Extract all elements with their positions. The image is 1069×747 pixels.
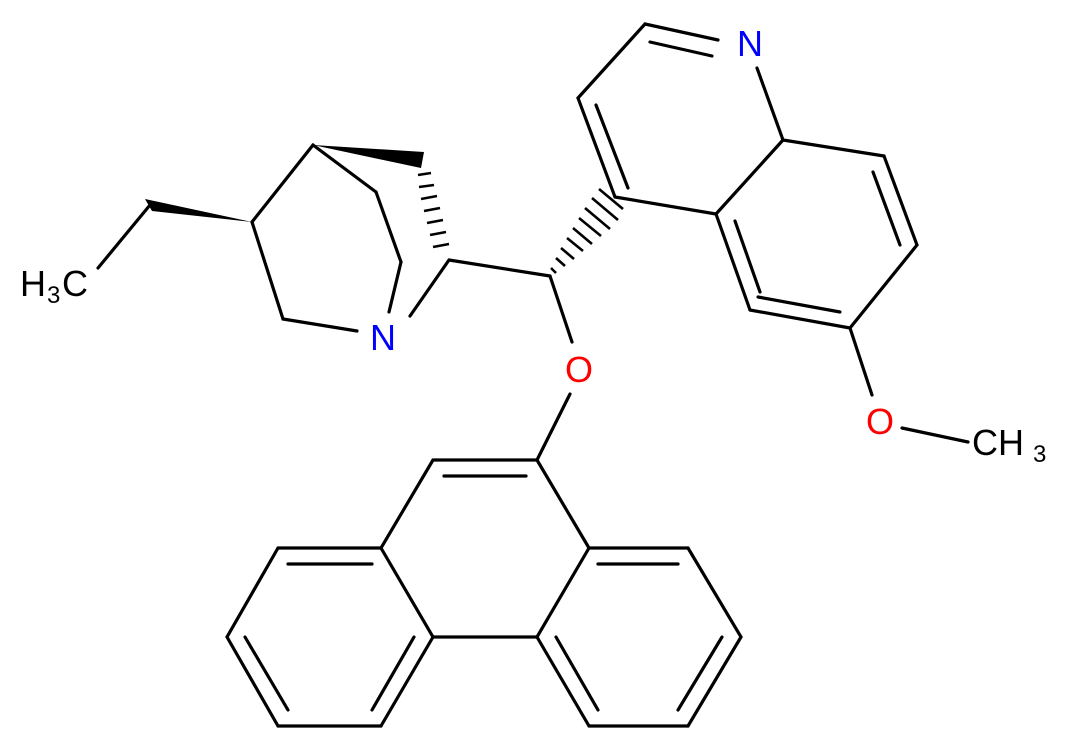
atom-label-ch3-subscript: 3 bbox=[1033, 441, 1046, 468]
bond bbox=[755, 66, 785, 142]
bonds bbox=[96, 22, 970, 728]
atom-label-ch3-ch: CH bbox=[972, 422, 1024, 463]
bond bbox=[686, 546, 743, 639]
atom-label-quinoline-n: N bbox=[737, 23, 763, 64]
bond bbox=[648, 40, 714, 58]
bond bbox=[243, 635, 290, 712]
bond bbox=[370, 635, 416, 712]
bond bbox=[613, 195, 718, 216]
bond bbox=[676, 635, 724, 712]
bond bbox=[250, 220, 285, 321]
bond bbox=[882, 154, 919, 247]
wedge-bond bbox=[313, 145, 424, 168]
bond bbox=[781, 138, 886, 158]
atom-label-ch3: CH 3 bbox=[972, 422, 1046, 468]
bond bbox=[871, 170, 902, 247]
bond bbox=[250, 143, 315, 224]
bond bbox=[548, 274, 574, 344]
atom-label-ether-o: O bbox=[565, 349, 593, 390]
bond bbox=[379, 458, 435, 550]
bond bbox=[643, 22, 720, 42]
bond bbox=[848, 326, 874, 397]
bond bbox=[535, 458, 591, 550]
bond bbox=[714, 212, 752, 312]
bond bbox=[848, 243, 919, 330]
bond bbox=[535, 546, 591, 639]
bond bbox=[748, 308, 852, 330]
bond bbox=[225, 546, 280, 639]
atom-label-h3c-h: H bbox=[20, 263, 46, 304]
bond bbox=[554, 635, 600, 712]
atom-label-h3c-c: C bbox=[62, 263, 88, 304]
bond bbox=[281, 317, 359, 333]
bond bbox=[96, 203, 152, 270]
atom-label-quinuclidine-n: N bbox=[370, 317, 396, 358]
bond bbox=[374, 190, 403, 264]
atom-label-methoxy-o: O bbox=[866, 401, 894, 442]
bond bbox=[594, 103, 630, 190]
wedge-bond bbox=[145, 199, 252, 222]
bond bbox=[447, 258, 552, 278]
bond bbox=[408, 258, 451, 318]
bond bbox=[379, 546, 435, 639]
bond bbox=[225, 635, 280, 728]
atom-labels: N N O O H 3 C CH 3 bbox=[20, 23, 1046, 468]
bond bbox=[387, 260, 403, 314]
bond bbox=[900, 426, 970, 444]
bond bbox=[379, 635, 435, 728]
bond bbox=[733, 219, 762, 294]
wedge-bonds bbox=[145, 145, 424, 222]
bond bbox=[535, 635, 591, 728]
hash-bonds bbox=[417, 171, 624, 274]
bond bbox=[714, 138, 785, 216]
bond bbox=[756, 295, 842, 314]
bond bbox=[576, 96, 617, 199]
atom-label-h3c-subscript: 3 bbox=[47, 282, 60, 309]
bond bbox=[535, 392, 572, 462]
bond bbox=[311, 143, 378, 194]
bond bbox=[576, 22, 647, 100]
atom-label-h3c: H 3 C bbox=[20, 263, 88, 309]
bond bbox=[686, 635, 743, 728]
